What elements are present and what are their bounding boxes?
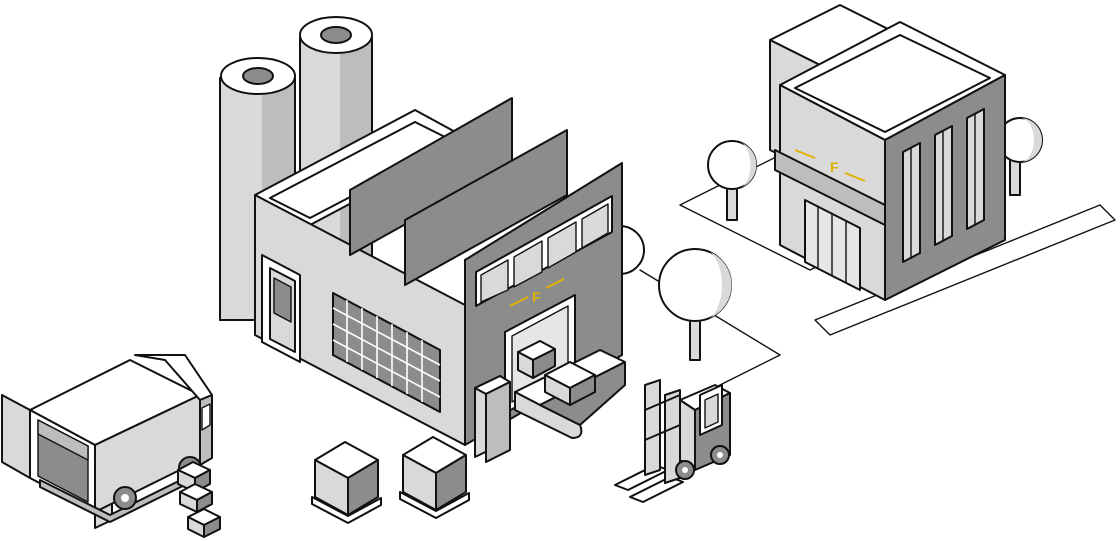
office-building-icon: F	[679, 4, 1116, 336]
pallet-box-icon	[399, 436, 470, 519]
cardboard-box-icon	[187, 508, 221, 538]
cardboard-box-icon	[544, 361, 596, 406]
clerestory-window	[513, 240, 543, 288]
forklift-icon	[614, 379, 731, 503]
clerestory-window	[547, 221, 577, 269]
tree-icon	[997, 117, 1043, 196]
clerestory-window	[581, 203, 609, 249]
pallet-box-icon	[311, 441, 382, 524]
clerestory-frame	[475, 195, 613, 307]
tree-icon	[658, 248, 732, 361]
office-band	[774, 149, 886, 226]
conveyor-belt-icon	[514, 340, 626, 439]
roof-panel	[404, 129, 568, 286]
office-roof-inner	[794, 34, 991, 133]
tree-icon	[707, 140, 757, 221]
delivery-truck-icon	[1, 354, 213, 529]
office-logo: F	[830, 159, 839, 175]
cardboard-box-icon	[517, 340, 556, 379]
factory-logo: F	[532, 289, 541, 305]
clerestory-window	[480, 259, 509, 303]
factory-icon: F	[219, 16, 781, 463]
office-sidewalk	[814, 204, 1116, 336]
window-grid	[332, 300, 441, 402]
